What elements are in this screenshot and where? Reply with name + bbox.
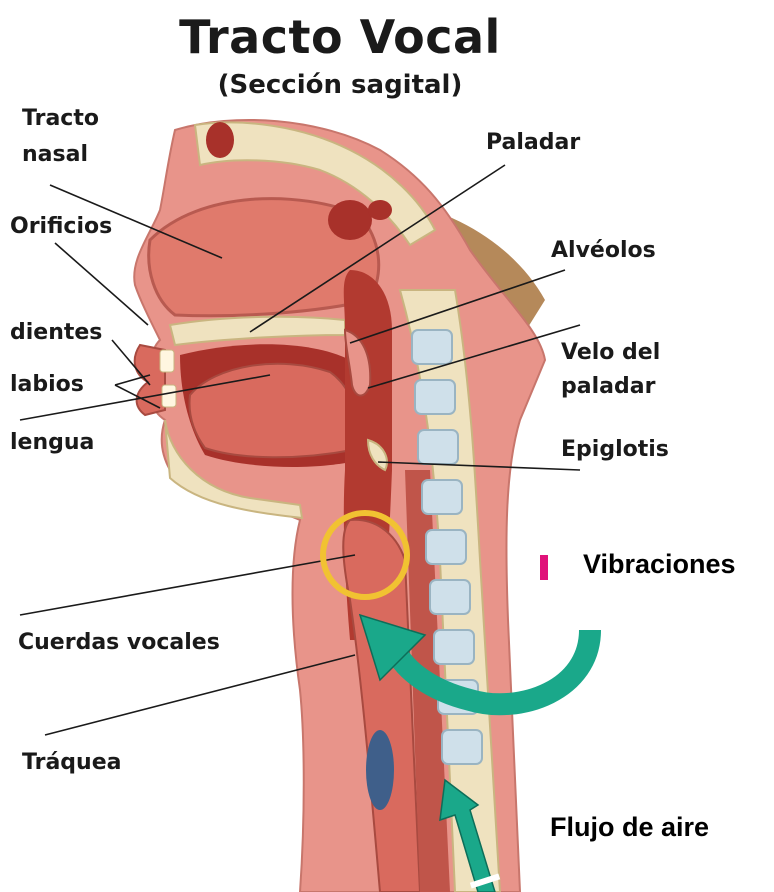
label-vibraciones: Vibraciones	[583, 549, 736, 579]
label-traquea: Tráquea	[22, 748, 121, 778]
diagram-title: Tracto Vocal	[0, 10, 680, 64]
label-orificios: Orificios	[10, 212, 112, 242]
thyroid	[366, 730, 394, 810]
diagram-subtitle: (Sección sagital)	[0, 70, 680, 100]
teeth	[162, 385, 176, 407]
label-alveolos: Alvéolos	[551, 236, 656, 266]
label-flujo-de-aire: Flujo de aire	[550, 812, 709, 842]
label-velo-line2: paladar	[561, 372, 655, 402]
label-cuerdas-vocales: Cuerdas vocales	[18, 628, 220, 658]
sinus	[206, 122, 234, 158]
label-epiglotis: Epiglotis	[561, 435, 669, 465]
label-tracto-line1: Tracto	[22, 104, 99, 134]
label-labios: labios	[10, 370, 84, 400]
sinus	[328, 200, 372, 240]
label-dientes: dientes	[10, 318, 102, 348]
label-velo-line1: Velo del	[561, 338, 660, 368]
label-tracto-line2: nasal	[22, 140, 88, 170]
magenta-marker	[540, 555, 548, 580]
sinus	[368, 200, 392, 220]
teeth	[160, 350, 174, 372]
tongue	[190, 364, 356, 458]
label-paladar: Paladar	[486, 128, 580, 158]
label-lengua: lengua	[10, 428, 94, 458]
